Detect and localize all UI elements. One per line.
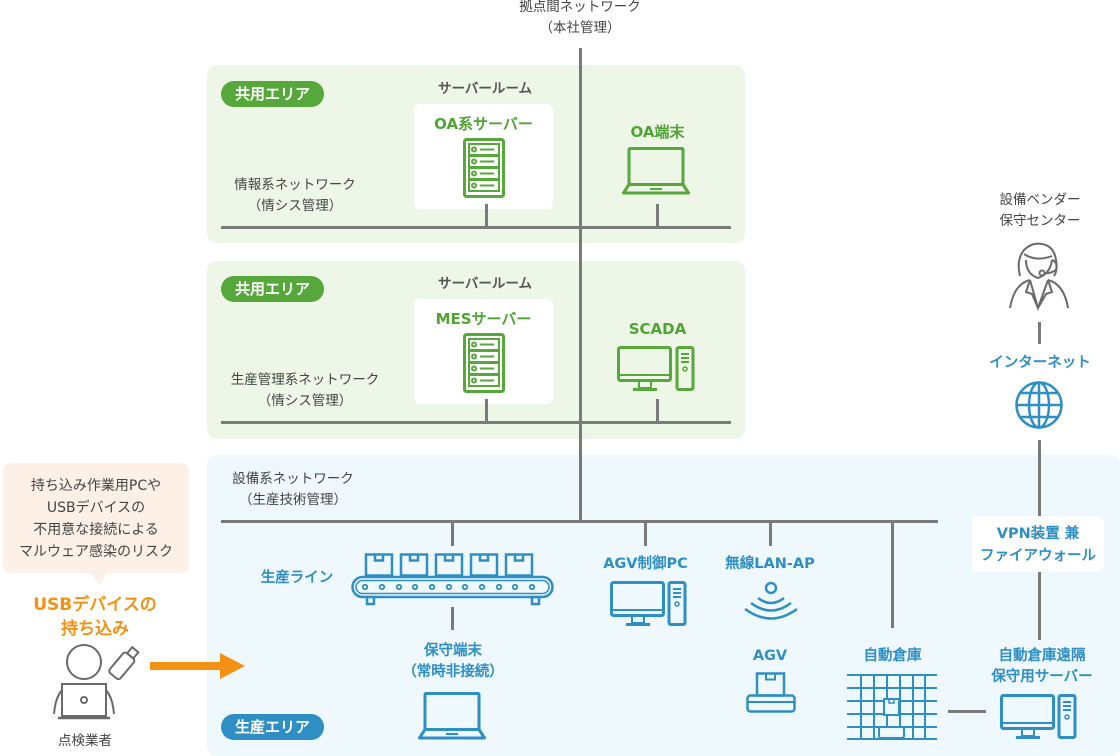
maintenance-terminal-line1: 保守端末 <box>424 643 482 659</box>
oa-server-label: OA系サーバー <box>434 115 533 133</box>
equipment-network-line2: （生産技術管理） <box>239 492 347 508</box>
arrow-right-icon <box>150 653 245 679</box>
agv-cart-icon <box>746 672 796 713</box>
risk-line: 持ち込み作業用PCや <box>30 478 162 494</box>
worker-with-laptop-icon <box>53 644 140 720</box>
inspector-label: 点検業者 <box>58 733 112 749</box>
remote-server-label: 自動倉庫遠隔 保守用サーバー <box>972 646 1112 688</box>
conveyor-belt-icon <box>351 553 554 606</box>
wlan-ap-label: 無線LAN-AP <box>725 556 815 572</box>
wireless-signal-icon <box>744 581 798 620</box>
equipment-network-bus <box>221 520 938 523</box>
shared-area-badge: 共用エリア <box>221 81 325 107</box>
vpn-firewall-line1: VPN装置 兼 <box>996 526 1080 542</box>
info-network-label: 情報系ネットワーク （情シス管理） <box>215 175 375 217</box>
risk-line: 不用意な接続による <box>33 522 159 538</box>
maintenance-terminal-line2: （常時非接続） <box>402 664 504 680</box>
operator-headset-icon <box>1009 242 1069 312</box>
risk-line: USBデバイスの <box>46 500 146 516</box>
server-rack-icon <box>463 333 505 393</box>
mes-network-line2: （情シス管理） <box>257 393 353 409</box>
warehouse-drop <box>891 522 894 628</box>
risk-callout: 持ち込み作業用PCや USBデバイスの 不用意な接続による マルウェア感染のリス… <box>3 463 189 585</box>
info-network-line1: 情報系ネットワーク <box>234 177 356 193</box>
laptop-icon <box>622 147 690 195</box>
wlan-ap-drop <box>769 522 772 546</box>
production-area-badge: 生産エリア <box>221 714 325 740</box>
vendor-internet-link <box>1038 322 1041 344</box>
globe-icon <box>1015 381 1063 429</box>
usb-carry-in-line1: USBデバイスの <box>33 595 157 615</box>
oa-server-drop <box>485 204 488 227</box>
risk-line: マルウェア感染のリスク <box>19 544 173 560</box>
server-room-label: サーバールーム <box>438 276 532 292</box>
remote-server-line2: 保守用サーバー <box>991 669 1093 685</box>
automated-warehouse-icon <box>847 674 937 740</box>
scada-label: SCADA <box>628 320 687 338</box>
agv-pc-label: AGV制御PC <box>603 556 688 572</box>
shared-area-badge: 共用エリア <box>221 276 325 302</box>
maintenance-terminal-label: 保守端末 （常時非接続） <box>388 641 518 683</box>
desktop-pc-icon <box>610 581 687 626</box>
desktop-pc-icon <box>1000 694 1077 739</box>
mes-server-drop <box>485 399 488 422</box>
internet-label: インターネット <box>989 355 1091 371</box>
wan-label: 拠点間ネットワーク （本社管理） <box>480 0 680 39</box>
vpn-firewall-label: VPN装置 兼 ファイアウォール <box>972 523 1104 567</box>
production-line-drop <box>451 522 454 546</box>
vpn-firewall-box <box>972 516 1104 572</box>
maintenance-terminal-link <box>451 607 454 630</box>
wan-label-line2: （本社管理） <box>539 20 621 36</box>
agv-label: AGV <box>752 648 788 664</box>
mes-server-label: MESサーバー <box>435 310 532 328</box>
vendor-center-line2: 保守センター <box>999 213 1081 229</box>
vendor-center-line1: 設備ベンダー <box>999 192 1081 208</box>
info-network-bus <box>221 226 731 229</box>
server-rack-icon <box>463 138 505 198</box>
wan-trunk-line <box>579 48 582 522</box>
equipment-network-line1: 設備系ネットワーク <box>232 471 354 487</box>
agv-pc-drop <box>644 522 647 546</box>
desktop-pc-icon <box>617 346 695 391</box>
vpn-firewall-line2: ファイアウォール <box>980 548 1096 564</box>
laptop-icon <box>418 692 486 740</box>
equipment-network-label: 設備系ネットワーク （生産技術管理） <box>218 469 368 511</box>
mes-network-label: 生産管理系ネットワーク （情シス管理） <box>215 370 395 412</box>
mes-network-line1: 生産管理系ネットワーク <box>230 372 380 388</box>
mes-network-bus <box>221 421 731 424</box>
usb-carry-in-label: USBデバイスの 持ち込み <box>10 593 180 641</box>
remote-server-line1: 自動倉庫遠隔 <box>998 648 1086 664</box>
oa-terminal-label: OA端末 <box>630 123 685 141</box>
usb-carry-in-line2: 持ち込み <box>61 619 129 639</box>
wan-label-line1: 拠点間ネットワーク <box>519 0 641 15</box>
oa-terminal-drop <box>656 204 659 227</box>
warehouse-label: 自動倉庫 <box>863 648 922 664</box>
info-network-line2: （情シス管理） <box>247 198 343 214</box>
production-line-label: 生産ライン <box>260 570 334 586</box>
warehouse-to-remote-server-link <box>948 710 986 713</box>
server-room-label: サーバールーム <box>438 81 532 97</box>
vendor-center-label: 設備ベンダー 保守センター <box>965 190 1115 232</box>
scada-drop <box>656 399 659 422</box>
